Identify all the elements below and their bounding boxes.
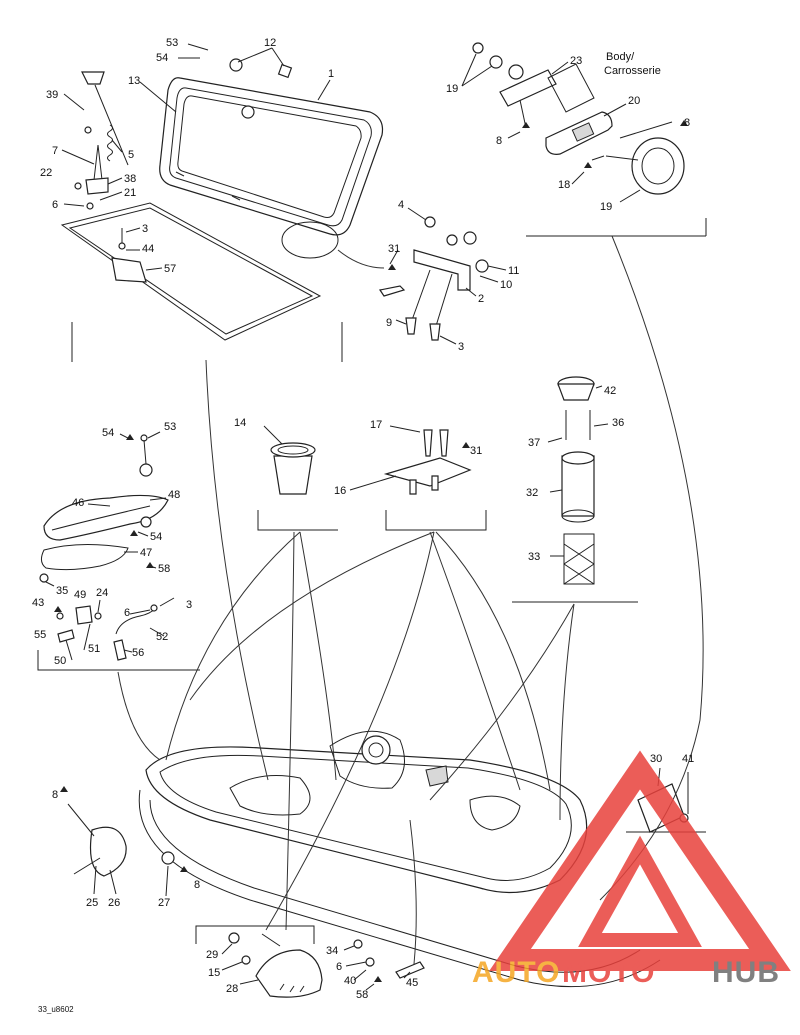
callout-11: 11 [508, 265, 519, 277]
callout-43: 43 [32, 597, 44, 609]
callout-54: 54 [156, 52, 168, 64]
callout-3: 3 [458, 341, 464, 353]
callout-58: 58 [356, 989, 368, 1001]
callout-38: 38 [124, 173, 136, 185]
callout-8: 8 [496, 135, 502, 147]
callout-23: 23 [570, 55, 582, 67]
callout-3: 3 [186, 599, 192, 611]
callout-26: 26 [108, 897, 120, 909]
watermark-text-auto: AUTO [472, 956, 560, 989]
callout-47: 47 [140, 547, 152, 559]
callout-36: 36 [612, 417, 624, 429]
callout-40: 40 [344, 975, 356, 987]
callout-labels: 53 54 12 1 13 39 5 7 22 38 21 6 3 44 57 … [32, 37, 694, 1014]
callout-35: 35 [56, 585, 68, 597]
cupholder-cleat-storage [257, 376, 638, 603]
callout-55: 55 [34, 629, 46, 641]
callout-30: 30 [650, 753, 662, 765]
callout-54: 54 [102, 427, 114, 439]
callout-42: 42 [604, 385, 616, 397]
watermark-triangle-outer [489, 750, 791, 971]
callout-58: 58 [158, 563, 170, 575]
boat-hull [60, 235, 706, 988]
engine-cover-assembly [60, 43, 385, 341]
callout-2: 2 [478, 293, 484, 305]
callout-6: 6 [52, 199, 58, 211]
callout-5: 5 [128, 149, 134, 161]
callout-14: 14 [234, 417, 246, 429]
watermark-text-moto: MOTO [562, 956, 655, 989]
callout-51: 51 [88, 643, 100, 655]
callout-41: 41 [682, 753, 694, 765]
callout-52: 52 [156, 631, 168, 643]
body-hardware-assembly [461, 42, 707, 237]
callout-56: 56 [132, 647, 144, 659]
callout-21: 21 [124, 187, 136, 199]
diagram-code: 33_u8602 [38, 1005, 74, 1014]
seat-handle-assembly [37, 431, 200, 671]
callout-39: 39 [46, 89, 58, 101]
callout-19: 19 [446, 83, 458, 95]
callout-4: 4 [398, 199, 404, 211]
callout-9: 9 [386, 317, 392, 329]
body-label: Body/ [606, 51, 635, 63]
callout-8: 8 [684, 117, 690, 129]
callout-53: 53 [164, 421, 176, 433]
callout-20: 20 [628, 95, 640, 107]
callout-31: 31 [388, 243, 400, 255]
watermark-triangle-inner [578, 835, 702, 947]
callout-50: 50 [54, 655, 66, 667]
callout-22: 22 [40, 167, 52, 179]
watermark-text-hub: HUB [712, 956, 780, 989]
callout-34: 34 [326, 945, 338, 957]
callout-1: 1 [328, 68, 334, 80]
callout-33: 33 [528, 551, 540, 563]
callout-16: 16 [334, 485, 346, 497]
callout-49: 49 [74, 589, 86, 601]
carrosserie-label: Carrosserie [604, 65, 661, 77]
callout-8: 8 [194, 879, 200, 891]
callout-27: 27 [158, 897, 170, 909]
callout-57: 57 [164, 263, 176, 275]
callout-19: 19 [600, 201, 612, 213]
callout-25: 25 [86, 897, 98, 909]
callout-45: 45 [406, 977, 418, 989]
callout-24: 24 [96, 587, 108, 599]
callout-18: 18 [558, 179, 570, 191]
callout-13: 13 [128, 75, 140, 87]
callout-17: 17 [370, 419, 382, 431]
callout-15: 15 [208, 967, 220, 979]
hinge-bracket-assembly [71, 207, 507, 362]
callout-29: 29 [206, 949, 218, 961]
callout-10: 10 [500, 279, 512, 291]
automotohub-watermark: AUTO MOTO HUB [472, 750, 791, 989]
callout-46: 46 [72, 497, 84, 509]
callout-54: 54 [150, 531, 162, 543]
callout-32: 32 [526, 487, 538, 499]
bottom-parts [195, 925, 425, 998]
callout-12: 12 [264, 37, 276, 49]
callout-48: 48 [168, 489, 180, 501]
callout-6: 6 [124, 607, 130, 619]
callout-53: 53 [166, 37, 178, 49]
callout-28: 28 [226, 983, 238, 995]
callout-31: 31 [470, 445, 482, 457]
callout-3: 3 [142, 223, 148, 235]
callout-37: 37 [528, 437, 540, 449]
callout-8: 8 [52, 789, 58, 801]
callout-6: 6 [336, 961, 342, 973]
callout-7: 7 [52, 145, 58, 157]
callout-44: 44 [142, 243, 154, 255]
